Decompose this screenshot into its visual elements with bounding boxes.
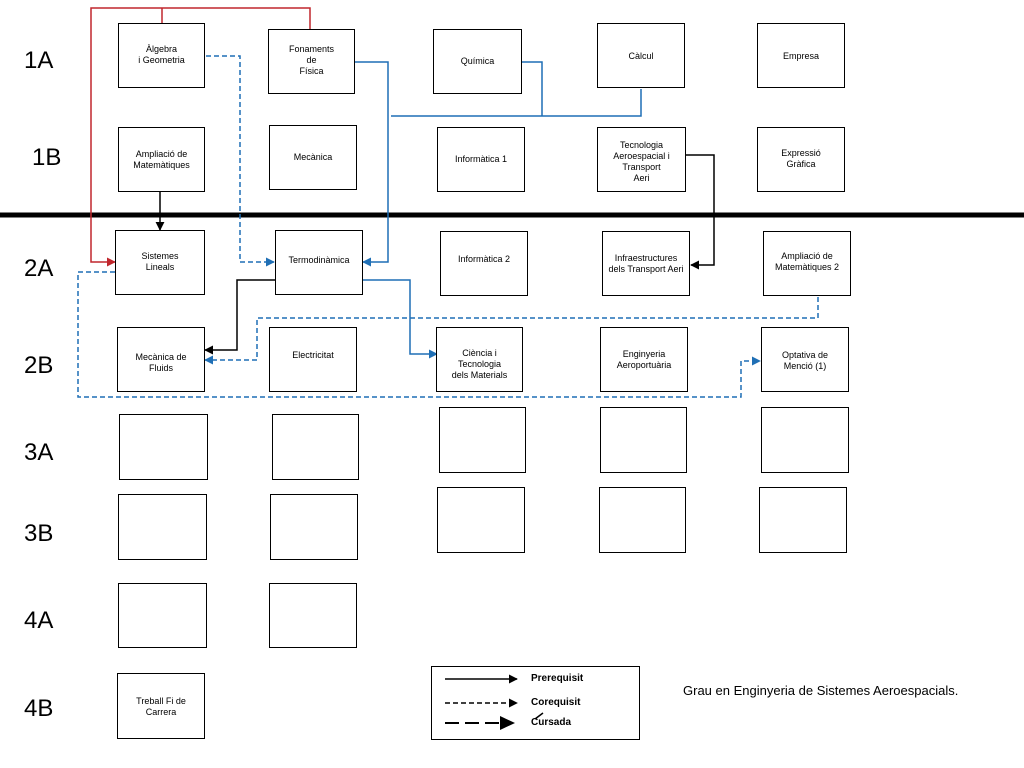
link-fonaments-termo (355, 61, 389, 267)
legend-corequisit-label: Corequisit (531, 697, 581, 708)
link-termo-fluids (204, 279, 275, 355)
course-slot-3b-4[interactable] (599, 487, 686, 553)
course-slot-3b-3[interactable] (437, 487, 525, 553)
row-label-2a: 2A (24, 255, 54, 282)
course-algebra[interactable]: Àlgebra i Geometria (118, 23, 205, 88)
row-label-1b: 1B (32, 144, 62, 171)
link-quimica (522, 61, 543, 116)
legend-cursada-arrowhead (500, 716, 515, 730)
course-slot-3a-5[interactable] (761, 407, 849, 473)
course-mecanica-fluids[interactable]: Mecànica de Fluids (117, 327, 205, 392)
red-link-fonaments (90, 7, 311, 267)
course-enginyeria-aeroportuaria[interactable]: Enginyeria Aeroportuària (600, 327, 688, 392)
course-ciencia-materials[interactable]: Ciència i Tecnologia dels Materials (436, 327, 523, 392)
legend-cursada-label: Cursada (531, 717, 572, 728)
row-label-3a: 3A (24, 439, 54, 466)
diagram-caption: Grau en Enginyeria de Sistemes Aeroespac… (683, 683, 959, 698)
link-termo-materials (363, 279, 438, 359)
course-treball-fi-carrera[interactable]: Treball Fi de Carrera (117, 673, 205, 739)
course-electricitat[interactable]: Electricitat (269, 327, 357, 392)
course-slot-3a-1[interactable] (119, 414, 208, 480)
link-algebra-termo (206, 55, 275, 267)
row-label-2b: 2B (24, 352, 54, 379)
row-label-1a: 1A (24, 47, 54, 74)
course-fonaments-fisica[interactable]: Fonaments de Física (268, 29, 355, 94)
legend (431, 666, 640, 740)
link-ampliacio2-fluids (204, 297, 819, 365)
course-informatica-1[interactable]: Informàtica 1 (437, 127, 525, 192)
legend-cursada-mark (534, 712, 544, 720)
legend-prerequisit-label: Prerequisit (531, 673, 584, 684)
course-slot-4a-2[interactable] (269, 583, 357, 648)
course-slot-3a-4[interactable] (600, 407, 687, 473)
course-slot-3b-1[interactable] (118, 494, 207, 560)
course-slot-3b-2[interactable] (270, 494, 358, 560)
course-slot-3a-3[interactable] (439, 407, 526, 473)
link-tecnologia-infra (686, 154, 715, 270)
course-slot-3a-2[interactable] (272, 414, 359, 480)
course-mecanica[interactable]: Mecànica (269, 125, 357, 190)
row-label-4a: 4A (24, 607, 54, 634)
course-empresa[interactable]: Empresa (757, 23, 845, 88)
course-tecnologia-aeroespacial[interactable]: Tecnologia Aeroespacial i Transport Aeri (597, 127, 686, 192)
course-slot-3b-5[interactable] (759, 487, 847, 553)
course-sistemes-lineals[interactable]: Sistemes Lineals (115, 230, 205, 295)
course-expressio-grafica[interactable]: Expressió Gràfica (757, 127, 845, 192)
course-infraestructures[interactable]: Infraestructures dels Transport Aeri (602, 231, 690, 296)
course-calcul[interactable]: Càlcul (597, 23, 685, 88)
course-termodinamica[interactable]: Termodinàmica (275, 230, 363, 295)
link-quimica-calcul (391, 89, 642, 117)
course-slot-4a-1[interactable] (118, 583, 207, 648)
course-informatica-2[interactable]: Informàtica 2 (440, 231, 528, 296)
course-quimica[interactable]: Química (433, 29, 522, 94)
course-ampliacio-matematiques[interactable]: Ampliació de Matemàtiques (118, 127, 205, 192)
link-sistemes-optativa (77, 271, 761, 398)
row-label-4b: 4B (24, 695, 54, 722)
course-optativa-mencio[interactable]: Optativa de Menció (1) (761, 327, 849, 392)
course-ampliacio-matematiques-2[interactable]: Ampliació de Matemàtiques 2 (763, 231, 851, 296)
row-label-3b: 3B (24, 520, 54, 547)
